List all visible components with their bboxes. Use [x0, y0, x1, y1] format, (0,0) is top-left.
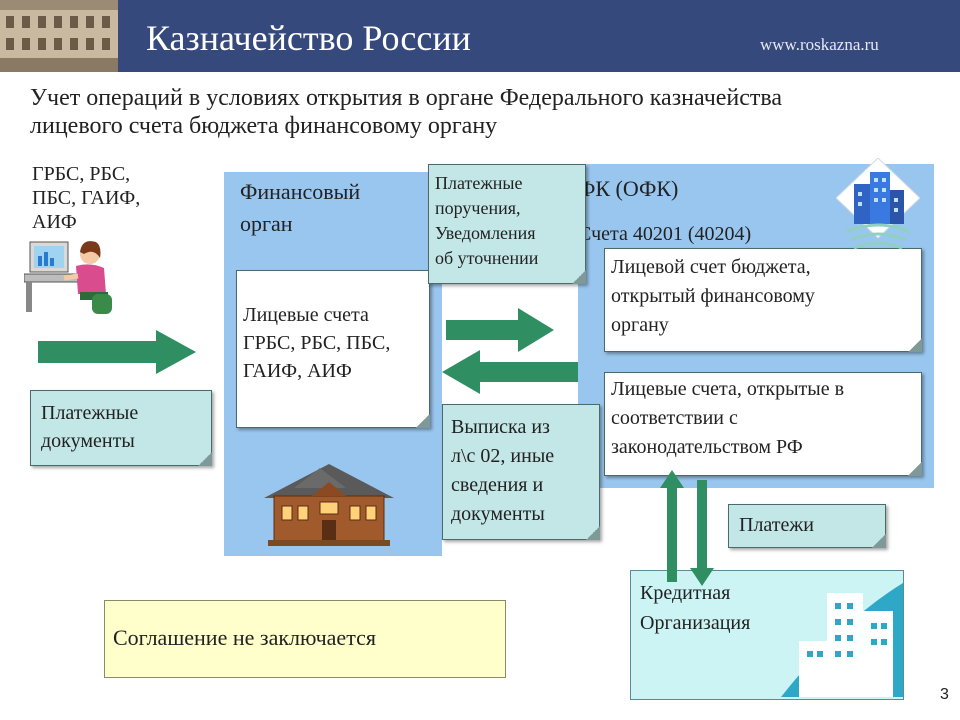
law-accounts-note: Лицевые счета, открытые в соответствии с…: [604, 372, 922, 476]
arrow-to-fin-org: [38, 330, 198, 374]
person-at-computer-icon: [24, 236, 116, 316]
house-icon: [254, 458, 404, 548]
note-line: открытый финансовому: [611, 285, 815, 307]
credit-org-label: Кредитная Организация: [640, 578, 750, 638]
fin-org-label: Финансовый орган: [240, 176, 360, 240]
credit-org-label-line: Организация: [640, 612, 751, 634]
note-line: Лицевые счета: [243, 304, 369, 326]
fin-org-accounts-note: Лицевые счета ГРБС, РБС, ПБС, ГАИФ, АИФ: [236, 270, 430, 428]
note-fold: [872, 534, 886, 548]
note-line: органу: [611, 314, 669, 336]
note-line: Платежные: [41, 402, 139, 424]
note-line: сведения и: [451, 474, 544, 496]
ufk-account: Счета 40201 (40204): [578, 223, 752, 245]
header-bar: [0, 0, 960, 72]
fin-org-label-line: Финансовый: [240, 179, 361, 204]
participants-label: ГРБС, РБС, ПБС, ГАИФ, АИФ: [32, 162, 140, 234]
note-line: Лицевые счета, открытые в: [611, 378, 845, 400]
note-fold: [198, 452, 212, 466]
credit-org-label-line: Кредитная: [640, 582, 731, 604]
note-line: об уточнении: [435, 248, 539, 268]
header-url[interactable]: www.roskazna.ru: [760, 35, 879, 54]
note-line: ГАИФ, АИФ: [243, 360, 352, 382]
note-fold: [416, 414, 430, 428]
slide-title: Учет операций в условиях открытия в орга…: [30, 84, 910, 140]
note-line: Выписка из: [451, 416, 550, 438]
budget-account-note: Лицевой счет бюджета, открытый финансово…: [604, 248, 922, 352]
arrow-right-exchange: [446, 308, 556, 352]
arrow-up-to-ufk: [660, 470, 684, 582]
note-line: Платежные: [435, 173, 523, 193]
slide-title-line: Учет операций в условиях открытия в орга…: [30, 85, 783, 111]
arrow-down-to-credit: [690, 480, 714, 586]
city-buildings-icon: [836, 158, 920, 254]
credit-org-box: [630, 570, 904, 700]
arrow-left-exchange: [442, 350, 582, 394]
note-fold: [572, 270, 586, 284]
statement-note: Выписка из л\с 02, иные сведения и докум…: [442, 404, 600, 540]
participants-line: ПБС, ГАИФ,: [32, 187, 141, 209]
note-line: соответствии с: [611, 407, 738, 429]
agreement-box: Соглашение не заключается: [104, 600, 506, 678]
building-photo-icon: [0, 0, 118, 72]
page-number: 3: [940, 686, 949, 703]
participants-line: ГРБС, РБС,: [32, 163, 131, 185]
note-line: л\с 02, иные: [451, 445, 555, 467]
payment-docs-note: Платежные документы: [30, 390, 212, 466]
note-line: ГРБС, РБС, ПБС,: [243, 332, 391, 354]
fin-org-label-line: орган: [240, 211, 293, 236]
slide-title-line: лицевого счета бюджета финансовому орган…: [30, 113, 498, 139]
note-line: Платежи: [739, 514, 814, 536]
note-line: документы: [41, 430, 135, 452]
note-line: поручения,: [435, 198, 521, 218]
note-line: Лицевой счет бюджета,: [611, 256, 811, 278]
note-line: законодательством РФ: [611, 436, 803, 458]
participants-line: АИФ: [32, 211, 77, 233]
note-line: документы: [451, 503, 545, 525]
note-fold: [586, 526, 600, 540]
payments-note: Платежи: [728, 504, 886, 548]
header-title: Казначейство России: [146, 18, 471, 58]
payment-orders-note: Платежные поручения, Уведомления об уточ…: [428, 164, 586, 284]
note-fold: [908, 338, 922, 352]
note-line: Уведомления: [435, 223, 536, 243]
note-fold: [908, 462, 922, 476]
